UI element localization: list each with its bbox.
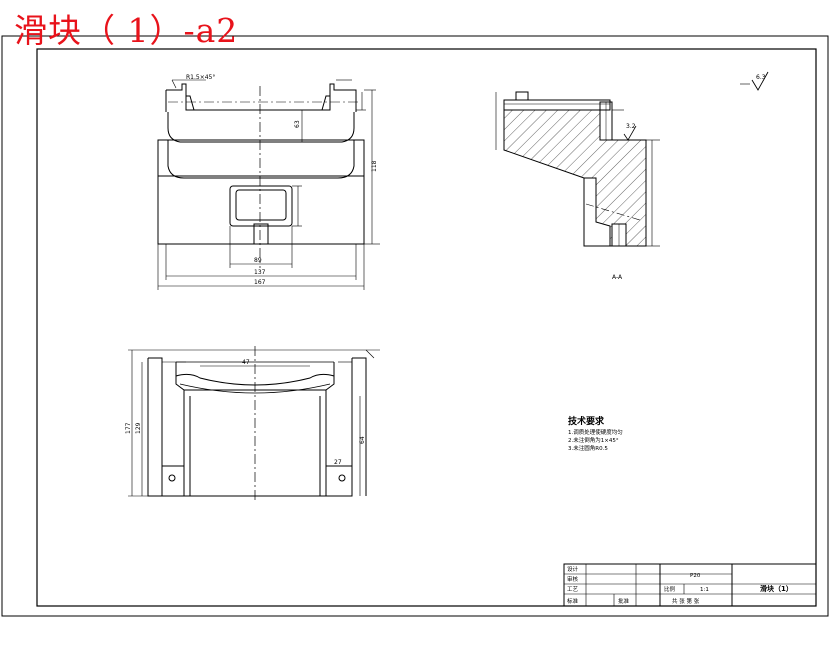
- section-view-labels: A-A 3.2: [612, 123, 636, 281]
- tb-sheet: 共 张 第 张: [672, 597, 700, 605]
- title-block-text: 设计 审核 工艺 标准 批准 P20 比例 1:1 共 张 第 张 滑块（1）: [567, 565, 793, 605]
- tb-label-review: 审核: [567, 575, 579, 583]
- dim-front-width: 47: [242, 359, 250, 366]
- tb-material: P20: [690, 573, 701, 579]
- tb-part-name: 滑块（1）: [760, 584, 793, 593]
- tb-label-design: 设计: [567, 565, 579, 573]
- tb-label-process: 工艺: [567, 586, 579, 593]
- outer-sheet-border: [1, 35, 829, 617]
- tb-scale-label: 比例: [664, 585, 676, 593]
- note-item: 2.未注倒角为1×45°: [568, 436, 619, 444]
- section-view-aa: [495, 91, 660, 247]
- dim-inner-width: 137: [254, 269, 266, 276]
- drawing-title: 滑块（ 1）-a2: [14, 11, 239, 50]
- dim-front-inner-height: 129: [135, 422, 142, 434]
- dim-pocket-width: 89: [254, 257, 262, 264]
- front-view: [128, 346, 380, 500]
- note-item: 3.未注圆角R0.5: [568, 444, 608, 452]
- top-view-labels: R1.5×45° 118 63 89 137 167: [186, 74, 378, 286]
- roughness-top-value: 6.3: [756, 74, 766, 81]
- dim-wall-height: 64: [359, 436, 366, 444]
- top-view: [157, 79, 380, 290]
- note-item: 1.调质处理使硬度均匀: [568, 428, 623, 436]
- notes-heading: 技术要求: [568, 415, 605, 427]
- title-block: [563, 563, 817, 607]
- front-view-labels: 177 129 64 47 27: [125, 359, 366, 466]
- dim-top-chamfer: R1.5×45°: [186, 74, 215, 81]
- roughness-mid-value: 3.2: [626, 123, 636, 130]
- dim-rail-depth: 63: [294, 120, 301, 128]
- inner-drawing-frame: [36, 48, 817, 607]
- tb-label-approve: 批准: [618, 597, 630, 605]
- dim-block: 27: [334, 459, 342, 466]
- technical-requirements: 技术要求 1.调质处理使硬度均匀 2.未注倒角为1×45° 3.未注圆角R0.5: [568, 415, 623, 452]
- dim-overall-width: 167: [254, 279, 266, 286]
- tb-label-standard: 标准: [567, 597, 579, 605]
- dim-front-height: 177: [125, 422, 132, 434]
- dim-total-height: 118: [371, 160, 378, 172]
- surface-roughness-symbol: [740, 71, 769, 91]
- tb-scale: 1:1: [700, 587, 709, 593]
- section-label: A-A: [612, 274, 623, 281]
